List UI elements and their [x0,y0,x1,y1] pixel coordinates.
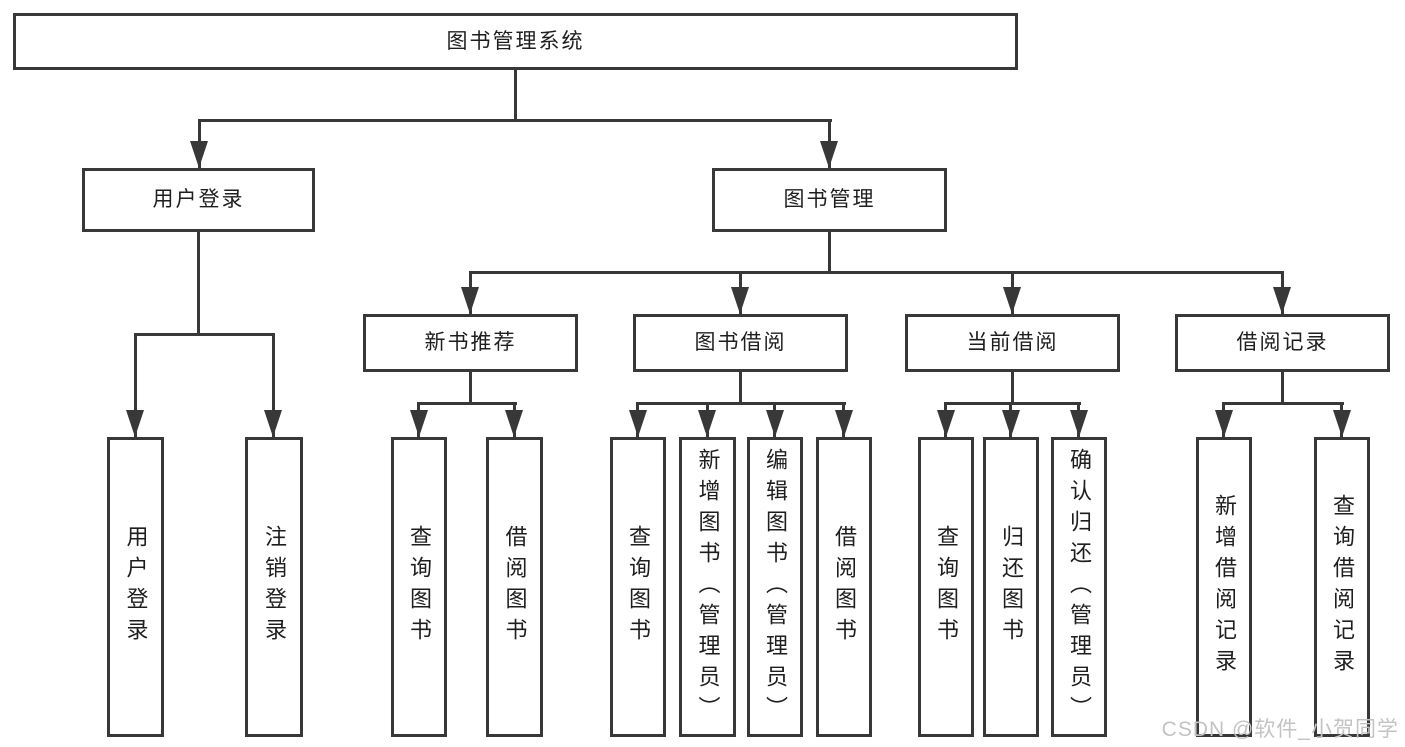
leaf-logout: 注销登录 [245,437,303,737]
node-root-system: 图书管理系统 [13,13,1018,70]
connector-vline [1281,372,1284,405]
leaf-borrow-add-books-admin: 新增图书（管理员） [679,437,736,737]
connector-vline [134,333,137,437]
arrow-down-icon [1215,410,1233,437]
node-current-borrow: 当前借阅 [905,314,1120,372]
leaf-records-add-record: 新增借阅记录 [1196,437,1252,737]
arrow-down-icon [820,141,838,168]
arrow-down-icon [1003,287,1021,314]
node-borrow-records: 借阅记录 [1175,314,1390,372]
node-book-management: 图书管理 [712,168,947,232]
connector-hline [198,119,832,122]
arrow-down-icon [937,410,955,437]
connector-hline [636,402,846,405]
leaf-current-return-books: 归还图书 [983,437,1039,737]
arrow-down-icon [264,410,282,437]
connector-hline [944,402,1081,405]
arrow-down-icon [731,287,749,314]
arrow-down-icon [461,287,479,314]
connector-vline [272,333,275,437]
leaf-records-query-record: 查询借阅记录 [1314,437,1370,737]
arrow-down-icon [410,410,428,437]
arrow-down-icon [190,141,208,168]
node-user-login: 用户登录 [82,168,315,232]
connector-hline [417,402,517,405]
connector-hline [1222,402,1344,405]
leaf-current-query-books: 查询图书 [918,437,974,737]
arrow-down-icon [126,410,144,437]
arrow-down-icon [766,410,784,437]
arrow-down-icon [1273,287,1291,314]
leaf-recommend-borrow-books: 借阅图书 [486,437,543,737]
node-book-borrow: 图书借阅 [633,314,848,372]
arrow-down-icon [1002,410,1020,437]
leaf-current-confirm-return-admin: 确认归还（管理员） [1051,437,1107,737]
connector-hline [134,333,275,336]
arrow-down-icon [1070,410,1088,437]
connector-hline [469,271,1284,274]
connector-vline [514,70,517,122]
connector-vline [828,232,831,274]
arrow-down-icon [1333,410,1351,437]
leaf-recommend-query-books: 查询图书 [391,437,447,737]
leaf-borrow-query-books: 查询图书 [610,437,666,737]
arrow-down-icon [698,410,716,437]
leaf-borrow-borrow-books: 借阅图书 [816,437,872,737]
leaf-borrow-edit-books-admin: 编辑图书（管理员） [747,437,803,737]
leaf-user-login: 用户登录 [107,437,164,737]
csdn-watermark: CSDN @软件_小贺同学 [1161,718,1399,741]
connector-vline [739,372,742,405]
connector-vline [197,232,200,336]
arrow-down-icon [505,410,523,437]
arrow-down-icon [835,410,853,437]
arrow-down-icon [629,410,647,437]
connector-vline [469,372,472,405]
connector-vline [1011,372,1014,405]
node-new-book-recommend: 新书推荐 [363,314,578,372]
